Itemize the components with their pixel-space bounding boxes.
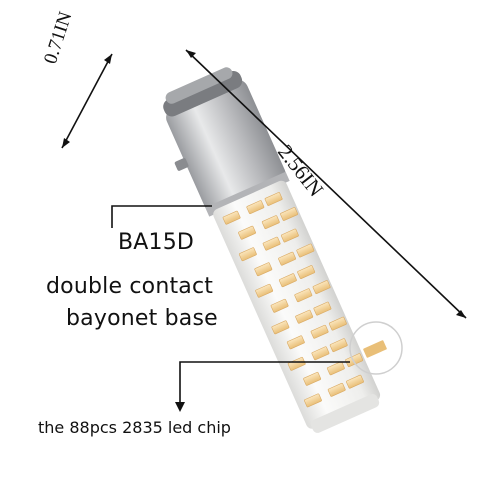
base-description-line1: double contact	[46, 274, 214, 299]
led-chip	[313, 301, 332, 316]
led-chip	[297, 265, 316, 279]
led-chip	[280, 207, 298, 221]
led-chip	[255, 283, 274, 298]
led-chip	[261, 215, 280, 230]
led-chip	[326, 361, 345, 376]
led-chip	[222, 210, 241, 225]
led-chip	[312, 280, 331, 294]
led-chip	[287, 356, 306, 371]
bayonet-pin	[174, 158, 189, 171]
led-chip	[270, 298, 289, 313]
base-model-label: BA15D	[118, 230, 195, 255]
base-description-line2: bayonet base	[66, 306, 218, 331]
led-chip	[328, 316, 347, 331]
base-callout-line	[111, 205, 212, 228]
led-chip	[238, 225, 256, 240]
led-bulb	[163, 67, 381, 433]
chip-callout-line	[175, 361, 350, 412]
led-chip	[303, 371, 322, 386]
led-chip	[238, 247, 257, 262]
chip-highlight-circle	[349, 321, 403, 375]
led-chip	[271, 320, 290, 335]
led-chip	[346, 374, 364, 389]
diameter-dimension-arrow	[61, 53, 113, 149]
led-chip	[278, 273, 297, 288]
led-chip	[329, 338, 348, 353]
led-chip	[286, 335, 305, 350]
led-chip	[294, 288, 313, 303]
led-chip	[264, 192, 283, 206]
led-chip-array	[222, 192, 364, 408]
led-chip	[327, 382, 346, 397]
led-chip	[278, 251, 296, 266]
led-chip	[254, 262, 273, 277]
chip-label: the 88pcs 2835 led chip	[38, 418, 231, 437]
led-chip	[295, 309, 314, 324]
led-chip	[262, 236, 281, 251]
led-chip	[280, 228, 299, 243]
length-dimension-arrow	[185, 49, 467, 319]
led-chip	[304, 393, 322, 408]
led-chip	[246, 200, 265, 215]
led-chip	[296, 243, 315, 258]
led-chip	[310, 324, 329, 339]
led-chip	[311, 346, 330, 361]
